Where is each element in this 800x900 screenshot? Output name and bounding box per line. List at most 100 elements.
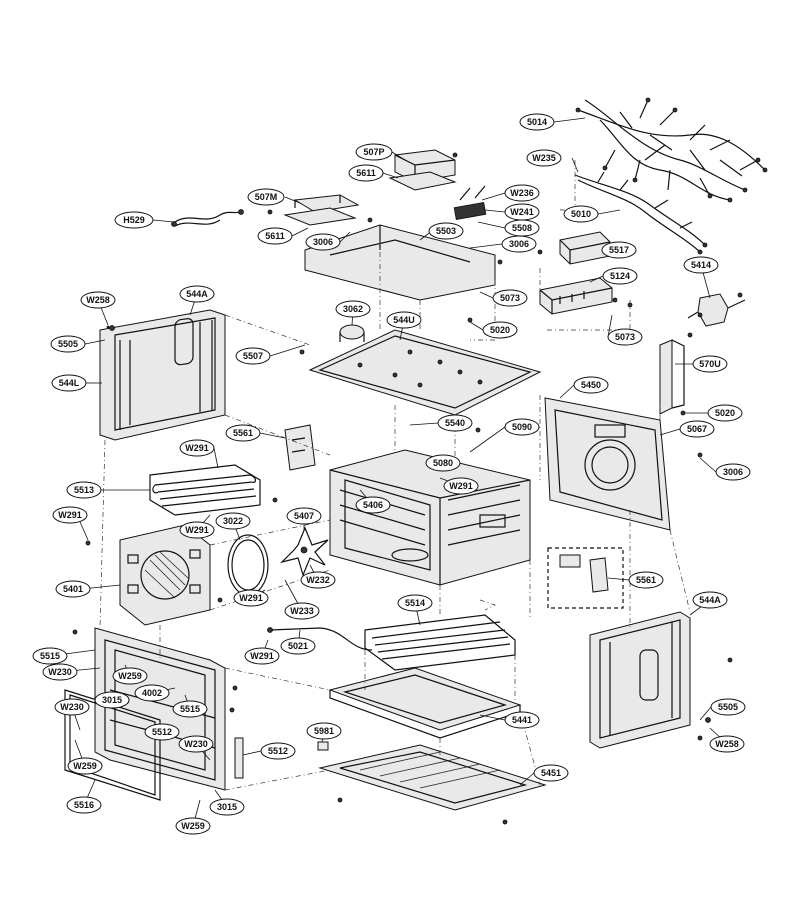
callout-5508: 5508 xyxy=(504,219,540,237)
callout-5073: 5073 xyxy=(492,289,528,307)
svg-text:3015: 3015 xyxy=(217,802,237,812)
svg-text:W291: W291 xyxy=(449,481,473,491)
tray-5441 xyxy=(328,667,522,739)
svg-text:W258: W258 xyxy=(86,295,110,305)
callout-544u: 544U xyxy=(386,311,422,329)
svg-text:5080: 5080 xyxy=(433,458,453,468)
callout-5540: 5540 xyxy=(437,414,473,432)
svg-text:544U: 544U xyxy=(393,315,415,325)
svg-text:5507: 5507 xyxy=(243,351,263,361)
svg-text:3062: 3062 xyxy=(343,304,363,314)
callout-w259-c: W259 xyxy=(175,817,211,835)
callout-3062: 3062 xyxy=(335,300,371,318)
top-plate-544u xyxy=(308,329,542,416)
callout-w291: W291 xyxy=(179,439,215,457)
callout-5515-b: 5515 xyxy=(172,700,208,718)
svg-text:5611: 5611 xyxy=(356,168,376,178)
callout-5067: 5067 xyxy=(679,420,715,438)
callout-w291-e: W291 xyxy=(233,589,269,607)
callout-5073-b: 5073 xyxy=(607,328,643,346)
svg-text:5450: 5450 xyxy=(581,380,601,390)
svg-text:5067: 5067 xyxy=(687,424,707,434)
switch-5414 xyxy=(687,293,746,327)
callout-3006-c: 3006 xyxy=(715,463,751,481)
svg-text:5561: 5561 xyxy=(636,575,656,585)
callout-w259-b: W259 xyxy=(67,757,103,775)
part-3062 xyxy=(339,324,365,342)
callout-3006-b: 3006 xyxy=(501,235,537,253)
callout-544a-b: 544A xyxy=(692,591,728,609)
callout-w233: W233 xyxy=(284,602,320,620)
svg-text:544L: 544L xyxy=(59,378,80,388)
svg-text:5505: 5505 xyxy=(58,339,78,349)
bracket-5512 xyxy=(234,737,244,779)
callout-w259: W259 xyxy=(112,667,148,685)
svg-text:5512: 5512 xyxy=(152,727,172,737)
callout-w230: W230 xyxy=(42,663,78,681)
callout-3015-b: 3015 xyxy=(209,798,245,816)
callout-5014: 5014 xyxy=(519,113,555,131)
callout-5517: 5517 xyxy=(601,241,637,259)
svg-text:5517: 5517 xyxy=(609,245,629,255)
callout-w258-b: W258 xyxy=(709,735,745,753)
callout-w230-b: W230 xyxy=(54,698,90,716)
callout-w291-f: W291 xyxy=(244,647,280,665)
callout-5561-b: 5561 xyxy=(628,571,664,589)
svg-text:507M: 507M xyxy=(255,192,278,202)
callout-5080: 5080 xyxy=(425,454,461,472)
callout-w232: W232 xyxy=(300,571,336,589)
fan-blade-5407 xyxy=(280,526,329,577)
callout-w258: W258 xyxy=(80,291,116,309)
svg-text:5503: 5503 xyxy=(436,226,456,236)
module-5517 xyxy=(559,231,611,265)
callout-5124: 5124 xyxy=(602,267,638,285)
callout-5020-b: 5020 xyxy=(707,404,743,422)
svg-text:3006: 3006 xyxy=(313,237,333,247)
top-mounting-plate xyxy=(304,185,496,301)
callout-3022: 3022 xyxy=(215,512,251,530)
svg-text:5513: 5513 xyxy=(74,485,94,495)
cable-h529 xyxy=(171,209,244,227)
callout-5516: 5516 xyxy=(66,796,102,814)
callout-570u: 570U xyxy=(692,355,728,373)
callout-5513: 5513 xyxy=(66,481,102,499)
gasket-3022 xyxy=(227,534,269,596)
callout-5515: 5515 xyxy=(32,647,68,665)
svg-text:570U: 570U xyxy=(699,359,721,369)
alignment-lines xyxy=(99,160,691,791)
callout-5407: 5407 xyxy=(286,507,322,525)
bracket-5561-upper xyxy=(284,424,316,471)
callout-5512: 5512 xyxy=(144,723,180,741)
callout-5020: 5020 xyxy=(482,321,518,339)
svg-text:5441: 5441 xyxy=(512,715,532,725)
svg-text:W230: W230 xyxy=(48,667,72,677)
callout-5414: 5414 xyxy=(683,256,719,274)
svg-text:W233: W233 xyxy=(290,606,314,616)
svg-text:5020: 5020 xyxy=(490,325,510,335)
callout-w230-c: W230 xyxy=(178,735,214,753)
door-handle-5516 xyxy=(64,689,161,801)
side-panel-left xyxy=(99,309,226,441)
part-5981 xyxy=(317,741,329,751)
side-panel-right xyxy=(589,611,691,749)
svg-text:5021: 5021 xyxy=(288,641,308,651)
svg-text:5515: 5515 xyxy=(180,704,200,714)
callout-544l: 544L xyxy=(51,374,87,392)
svg-text:5407: 5407 xyxy=(294,511,314,521)
svg-text:W241: W241 xyxy=(510,207,534,217)
callout-w291-d: W291 xyxy=(52,506,88,524)
callout-w291-c: W291 xyxy=(179,521,215,539)
wire-harness-5014 xyxy=(575,97,768,203)
svg-text:W291: W291 xyxy=(185,525,209,535)
svg-text:5073: 5073 xyxy=(615,332,635,342)
svg-text:5514: 5514 xyxy=(405,598,425,608)
callouts: 5014 W235 507P 5611 W236 507M W241 5010 … xyxy=(32,113,751,835)
svg-text:W230: W230 xyxy=(60,702,84,712)
callout-5090: 5090 xyxy=(504,418,540,436)
svg-text:W259: W259 xyxy=(73,761,97,771)
heating-element-5513 xyxy=(149,464,261,516)
svg-text:5515: 5515 xyxy=(40,651,60,661)
svg-text:3015: 3015 xyxy=(102,695,122,705)
svg-text:5014: 5014 xyxy=(527,117,547,127)
